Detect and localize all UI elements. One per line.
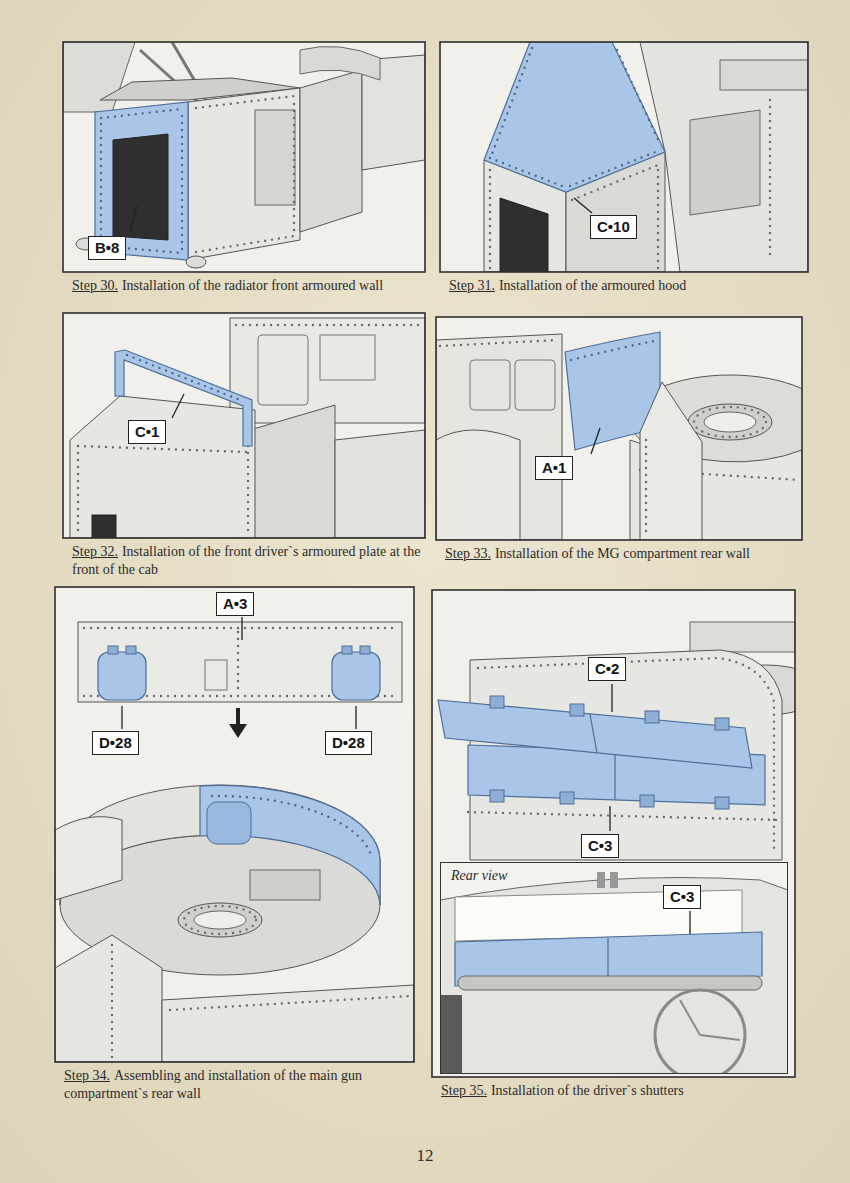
- step-31-art: [440, 42, 808, 272]
- step-32-art: [63, 313, 425, 538]
- step-caption-line: Step 35. Installation of the driver`s shu…: [441, 1082, 684, 1100]
- step-caption-line: Step 31. Installation of the armoured hoo…: [449, 277, 686, 295]
- step-35-art: [432, 590, 795, 1077]
- step-panel: Step 30.Installation of the radiator fro…: [63, 42, 425, 272]
- step-30-art: [63, 42, 425, 272]
- part-number: C•1: [135, 423, 159, 440]
- part-number: C•10: [597, 218, 630, 235]
- view-label: Rear view: [447, 867, 511, 885]
- step-number: Step 32.: [72, 544, 118, 559]
- step-panel: Step 31.Installation of the armoured hoo…: [440, 42, 808, 272]
- step-caption-line: Step 32.Installation of the front driver…: [72, 543, 432, 579]
- part-callout: C•2: [588, 657, 626, 681]
- step-panel: Step 35.Installation of the driver`s shu…: [432, 590, 795, 1077]
- part-number: A•1: [542, 459, 566, 476]
- step-panel: Step 34.Assembling and installation of t…: [55, 587, 414, 1062]
- page-number: 12: [0, 1146, 850, 1166]
- part-callout: C•10: [590, 215, 637, 239]
- step-caption-line: Step 30. Installation of the radiator fro…: [72, 277, 383, 295]
- step-caption: Installation of the radiator front armou…: [122, 278, 383, 293]
- part-number: B•8: [95, 239, 119, 256]
- step-caption-line: Step 34.Assembling and installation of t…: [64, 1067, 420, 1103]
- step-caption-line: Step 33. Installation of the MG compartme…: [445, 545, 750, 563]
- part-number: D•28: [99, 734, 132, 751]
- step-panel: Step 32.Installation of the front driver…: [63, 313, 425, 538]
- part-number: C•3: [670, 888, 694, 905]
- step-34-art: [55, 587, 414, 1062]
- step-panel: Step 33.Installation of the MG compartme…: [436, 317, 802, 540]
- part-callout: C•3: [663, 885, 701, 909]
- part-number: C•3: [588, 837, 612, 854]
- step-33-art: [436, 317, 802, 540]
- step-number: Step 35.: [441, 1083, 487, 1098]
- step-number: Step 30.: [72, 278, 118, 293]
- step-number: Step 33.: [445, 546, 491, 561]
- part-callout: B•8: [88, 236, 126, 260]
- step-caption: Installation of the front driver`s armou…: [72, 544, 420, 577]
- part-number: D•28: [332, 734, 365, 751]
- part-callout: A•1: [535, 456, 573, 480]
- step-number: Step 34.: [64, 1068, 110, 1083]
- part-callout: D•28: [325, 731, 372, 755]
- part-number: C•2: [595, 660, 619, 677]
- part-callout: C•3: [581, 834, 619, 858]
- step-caption: Installation of the armoured hood: [499, 278, 686, 293]
- rear-view-art: [440, 862, 788, 1074]
- step-caption: Installation of the driver`s shutters: [491, 1083, 684, 1098]
- step-number: Step 31.: [449, 278, 495, 293]
- part-callout: A•3: [216, 592, 254, 616]
- step-caption: Installation of the MG compartment rear …: [495, 546, 750, 561]
- part-callout: D•28: [92, 731, 139, 755]
- inset-view: Rear viewC•3: [440, 862, 788, 1074]
- part-callout: C•1: [128, 420, 166, 444]
- part-number: A•3: [223, 595, 247, 612]
